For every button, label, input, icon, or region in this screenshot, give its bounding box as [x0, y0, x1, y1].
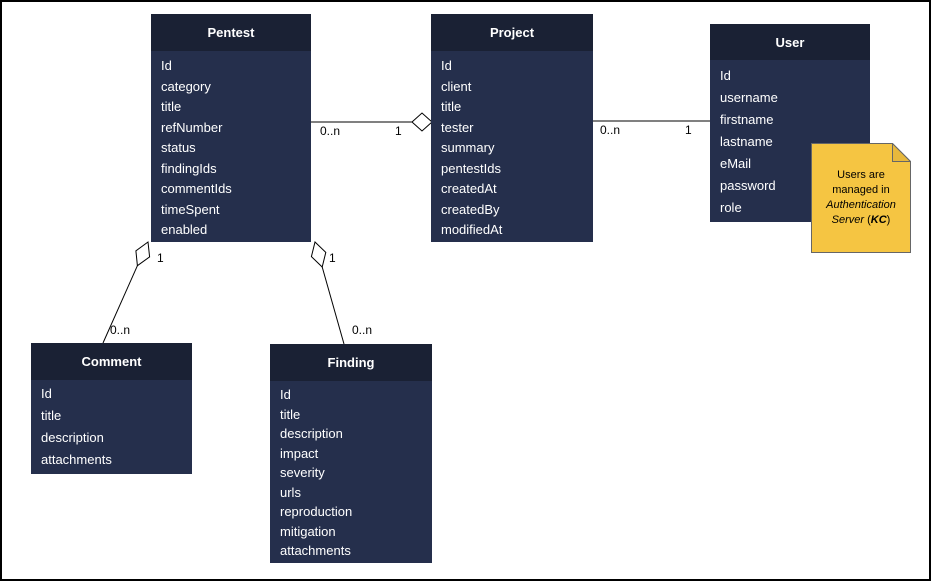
entity-user-fields: Id username firstname lastname eMail pas… — [710, 60, 870, 219]
field-row: client — [441, 78, 472, 94]
aggregation-diamond-icon — [411, 112, 433, 132]
field-row: firstname — [720, 112, 774, 127]
entity-comment[interactable]: Comment Id title description attachments — [31, 343, 192, 474]
field-row: urls — [280, 484, 301, 500]
field-row: timeSpent — [161, 201, 220, 217]
field-row: Id — [161, 58, 172, 73]
field-row: title — [441, 99, 462, 114]
field-row: impact — [280, 445, 319, 461]
connector-pentest-comment[interactable] — [102, 241, 151, 344]
field-row: mitigation — [280, 523, 336, 539]
multiplicity-pentest-comment-target: 1 — [157, 251, 164, 265]
multiplicity-project-user-source: 0..n — [600, 123, 621, 137]
entity-pentest-fields: Id category title refNumber status findi… — [151, 51, 311, 241]
field-row: title — [161, 99, 182, 114]
field-row: Id — [720, 68, 731, 83]
aggregation-diamond-icon — [310, 241, 327, 268]
note-text-segment: Authentication Server — [826, 199, 896, 226]
field-row: status — [161, 140, 196, 155]
entity-project[interactable]: Project Id client title tester summary p… — [431, 14, 593, 242]
note-fold-icon — [892, 143, 911, 162]
multiplicity-pentest-comment-source: 0..n — [110, 323, 131, 337]
connector-pentest-finding[interactable] — [310, 241, 345, 345]
field-row: modifiedAt — [441, 222, 503, 237]
field-row: eMail — [720, 156, 752, 171]
field-row: password — [720, 178, 776, 193]
field-row: Id — [441, 58, 452, 73]
field-row: attachments — [41, 452, 112, 467]
field-row: description — [280, 426, 343, 441]
multiplicity-pentest-project-target: 1 — [395, 124, 402, 138]
multiplicity-pentest-finding-target: 1 — [329, 251, 336, 265]
entity-comment-title: Comment — [31, 343, 192, 380]
field-row: commentIds — [161, 181, 232, 196]
entity-comment-fields: Id title description attachments — [31, 380, 192, 471]
note-text: Users are managed in Authentication Serv… — [811, 143, 911, 253]
entity-finding[interactable]: Finding Id title description impact seve… — [270, 344, 432, 563]
field-row: summary — [441, 140, 495, 155]
field-row: severity — [280, 465, 325, 480]
field-row: lastname — [720, 134, 773, 149]
note-text-segment: ( — [864, 214, 871, 226]
field-row: Id — [41, 386, 52, 401]
field-row: tester — [441, 119, 474, 135]
sticky-note[interactable]: Users are managed in Authentication Serv… — [811, 143, 911, 253]
note-text-segment: ) — [886, 214, 891, 226]
entity-pentest-title: Pentest — [151, 14, 311, 51]
field-row: refNumber — [161, 119, 223, 135]
entity-project-title: Project — [431, 14, 593, 51]
multiplicity-pentest-finding-source: 0..n — [352, 323, 373, 337]
entity-finding-fields: Id title description impact severity url… — [270, 381, 432, 561]
field-row: attachments — [280, 543, 351, 558]
field-row: createdBy — [441, 201, 500, 217]
field-row: title — [41, 408, 62, 423]
aggregation-diamond-icon — [135, 241, 151, 267]
field-row: reproduction — [280, 504, 353, 519]
multiplicity-project-user-target: 1 — [685, 123, 692, 137]
field-row: Id — [280, 387, 291, 402]
entity-finding-title: Finding — [270, 344, 432, 381]
field-row: role — [720, 200, 742, 215]
field-row: username — [720, 90, 778, 105]
field-row: enabled — [161, 222, 208, 237]
entity-user-title: User — [710, 24, 870, 60]
field-row: description — [41, 430, 104, 445]
field-row: title — [280, 406, 301, 422]
field-row: pentestIds — [441, 160, 501, 176]
entity-pentest[interactable]: Pentest Id category title refNumber stat… — [151, 14, 311, 242]
note-text-segment: Users are managed in — [832, 169, 890, 196]
multiplicity-pentest-project-source: 0..n — [320, 124, 341, 138]
note-shape — [811, 143, 911, 253]
entity-project-fields: Id client title tester summary pentestId… — [431, 51, 593, 241]
note-text-segment: KC — [870, 214, 887, 226]
field-row: createdAt — [441, 181, 497, 196]
field-row: findingIds — [161, 160, 217, 176]
field-row: category — [161, 78, 211, 94]
